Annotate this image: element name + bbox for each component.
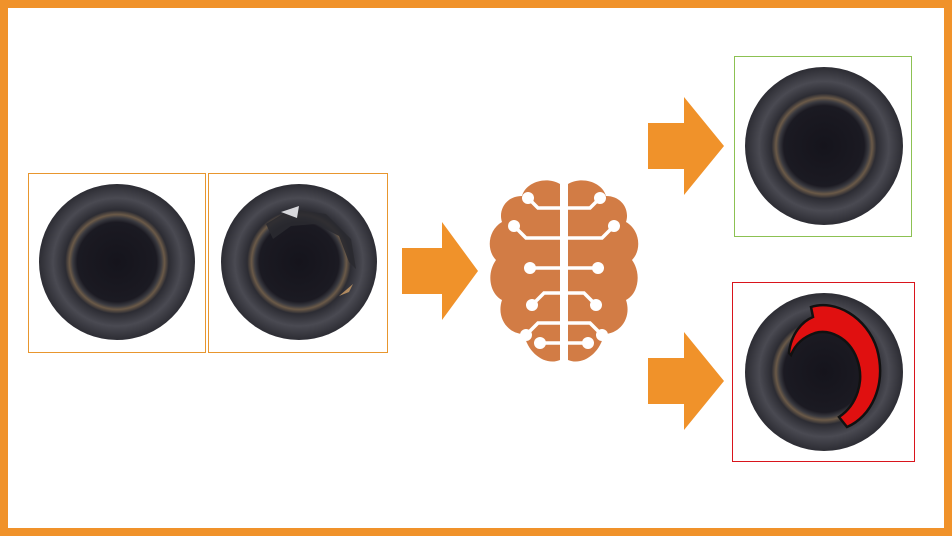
damage-patches: [266, 206, 356, 296]
output-ok-box: [734, 56, 912, 237]
output-defect-box: [732, 282, 915, 462]
bottle-ok-image: [745, 67, 903, 225]
arrow-right-ok-icon: [648, 97, 724, 195]
bottle-good-image: [39, 184, 195, 340]
input-good-box: [28, 173, 206, 353]
arrow-right-defect-icon: [648, 332, 724, 430]
ai-brain-circuit-icon: [489, 180, 639, 366]
input-defect-box: [208, 173, 388, 353]
defect-mask-overlay: [787, 303, 882, 429]
arrow-right-icon: [402, 222, 478, 320]
